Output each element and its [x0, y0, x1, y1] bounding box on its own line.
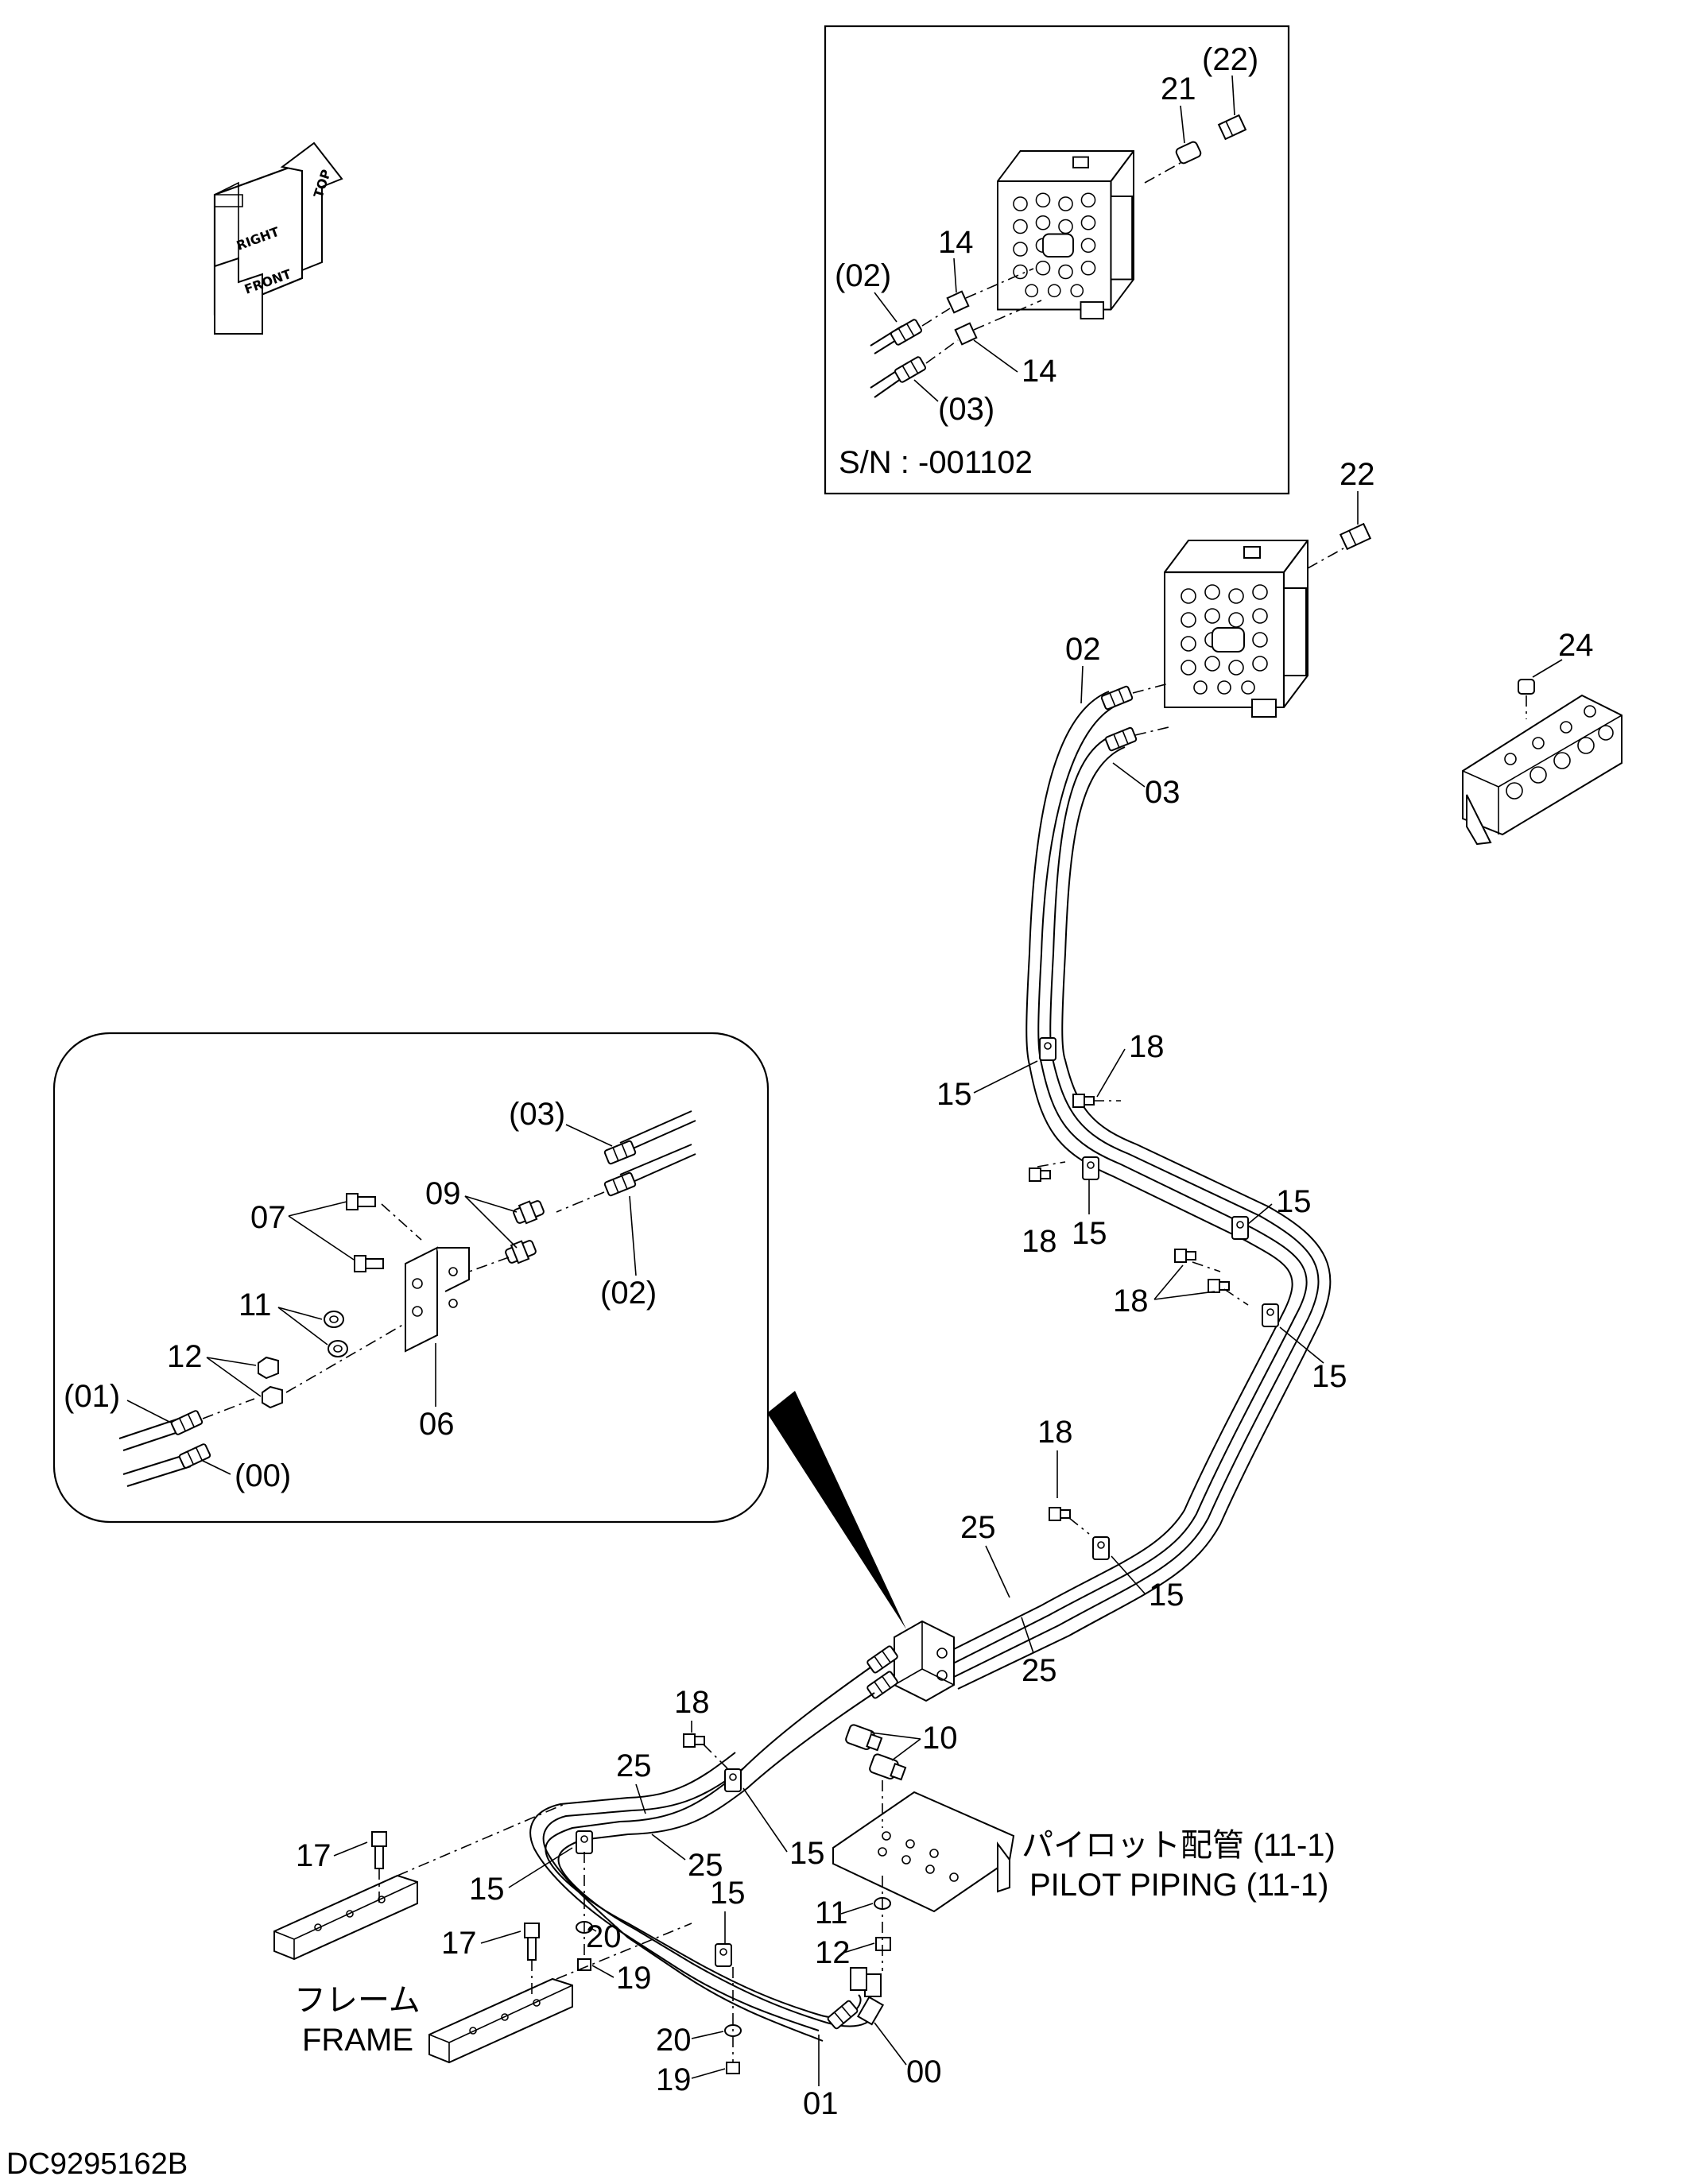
orientation-indicator: TOP RIGHT FRONT	[213, 141, 343, 335]
callout-21-inset: 21	[1161, 72, 1196, 106]
junction-block	[866, 1620, 955, 1702]
serial-number-note: S/N : -001102	[839, 445, 1033, 480]
callout-19-a: 19	[616, 1961, 652, 1996]
callout-18-e: 18	[674, 1685, 710, 1720]
callout-15-a: 15	[936, 1077, 972, 1112]
callout-15-g: 15	[469, 1872, 505, 1907]
callout-18-c: 18	[1113, 1284, 1149, 1319]
callout-00-paren-detail: (00)	[235, 1458, 291, 1493]
callout-18-b: 18	[1022, 1224, 1057, 1259]
hose-route-upper: 02 03 18 15 18 15 15 18 15 18	[936, 632, 1347, 1690]
callout-02-paren-inset: (02)	[835, 258, 891, 293]
callout-03-paren-detail: (03)	[509, 1097, 565, 1132]
callout-19-b: 19	[656, 2062, 692, 2097]
callout-25-c: 25	[616, 1748, 652, 1783]
callout-02-paren-detail: (02)	[600, 1276, 657, 1311]
callout-14-lower-inset: 14	[1022, 354, 1057, 389]
callout-02: 02	[1065, 632, 1101, 667]
callout-00: 00	[906, 2054, 942, 2089]
callout-15-h: 15	[710, 1876, 746, 1911]
control-valve: 22	[1163, 457, 1375, 718]
callout-25-a: 25	[960, 1510, 996, 1545]
callout-17-b: 17	[441, 1926, 477, 1961]
callout-18-a: 18	[1129, 1029, 1165, 1064]
callout-10: 10	[922, 1721, 958, 1756]
hose-route-lower: 18 25 15 25 15 15 20 19 20 19 01 00	[469, 1667, 942, 2121]
callout-03: 03	[1145, 775, 1181, 810]
frame-label-jp: フレーム	[294, 1983, 421, 2018]
callout-22: 22	[1340, 457, 1375, 492]
junction-detail-inset: (03) 09 07 (02) 11 12 (01) 06 (00)	[52, 1032, 770, 1524]
reference-pilot-piping-jp: パイロット配管 (11-1)	[1022, 1828, 1336, 1863]
callout-15-d: 15	[1312, 1359, 1347, 1394]
callout-15-f: 15	[789, 1836, 825, 1871]
reference-pilot-piping-en: PILOT PIPING (11-1)	[1029, 1868, 1328, 1903]
callout-18-d: 18	[1037, 1415, 1073, 1450]
orientation-right-label: RIGHT	[235, 224, 281, 254]
pilot-plate: 10 11 12 パイロット配管 (11-1) PILOT PIPING (11…	[815, 1721, 1336, 1971]
callout-09-detail: 09	[425, 1176, 461, 1211]
serial-variant-inset: (22) 21 14 (02) 14 (03) S/N : -001102	[824, 25, 1290, 495]
frame-label-en: FRAME	[302, 2023, 413, 2058]
callout-20-b: 20	[656, 2023, 692, 2058]
shuttle-valve-block: 24	[1462, 628, 1623, 846]
callout-15-c: 15	[1276, 1184, 1312, 1219]
callout-15-e: 15	[1149, 1578, 1184, 1613]
callout-07-detail: 07	[250, 1200, 286, 1235]
callout-11-detail: 11	[238, 1288, 272, 1322]
detail-pointer	[767, 1391, 906, 1629]
callout-25-d: 25	[688, 1848, 723, 1883]
drawing-code: DC9295162B	[6, 2147, 188, 2181]
callout-17-a: 17	[296, 1838, 331, 1873]
callout-24: 24	[1558, 628, 1594, 663]
callout-01: 01	[803, 2086, 839, 2121]
callout-15-b: 15	[1072, 1216, 1107, 1251]
callout-14-upper-inset: 14	[938, 225, 974, 260]
callout-22-paren-inset: (22)	[1202, 42, 1258, 77]
callout-12-detail: 12	[167, 1339, 203, 1374]
callout-01-paren-detail: (01)	[64, 1379, 120, 1414]
callout-06-detail: 06	[419, 1407, 455, 1442]
callout-25-b: 25	[1022, 1653, 1057, 1688]
callout-03-paren-inset: (03)	[938, 392, 994, 427]
frame-rails: 17 17 フレーム FRAME	[273, 1803, 692, 2064]
callout-20-a: 20	[586, 1919, 622, 1954]
